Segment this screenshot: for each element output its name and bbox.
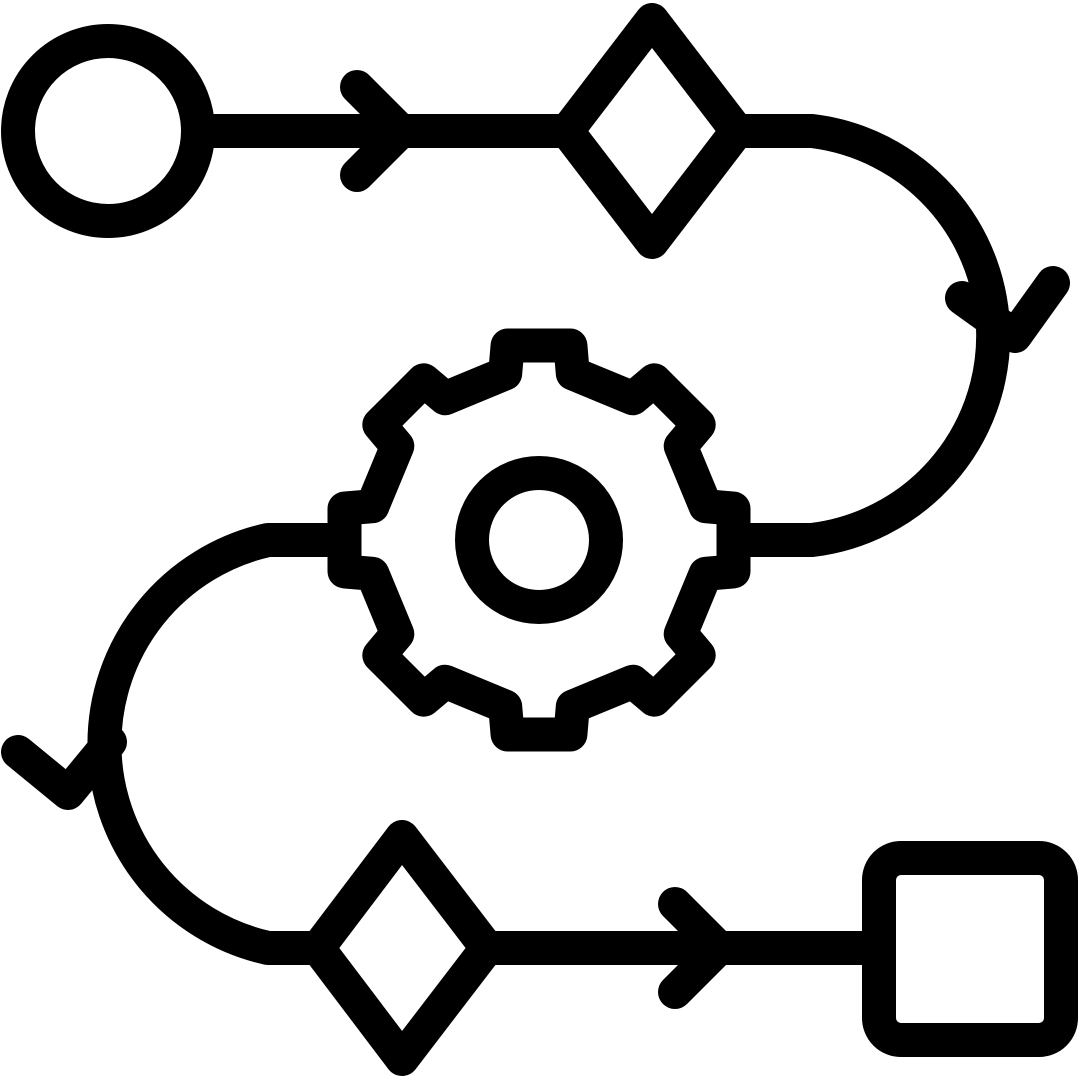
chevron-down-icon <box>1 725 127 810</box>
gear-hub <box>455 456 623 624</box>
decision-diamond-1-icon <box>550 3 754 259</box>
connector-process-to-decision-2 <box>87 523 359 965</box>
connector-decision-1-to-process <box>720 114 1011 557</box>
gear-outline <box>327 328 751 752</box>
decision-diamond-2-icon <box>301 820 504 1076</box>
chevron-right-icon <box>658 887 736 1009</box>
start-node-icon <box>1 24 215 238</box>
end-node-icon <box>862 841 1078 1057</box>
chevron-down-icon <box>945 266 1070 353</box>
gear-icon <box>327 328 751 752</box>
chevron-right-icon <box>340 70 418 192</box>
